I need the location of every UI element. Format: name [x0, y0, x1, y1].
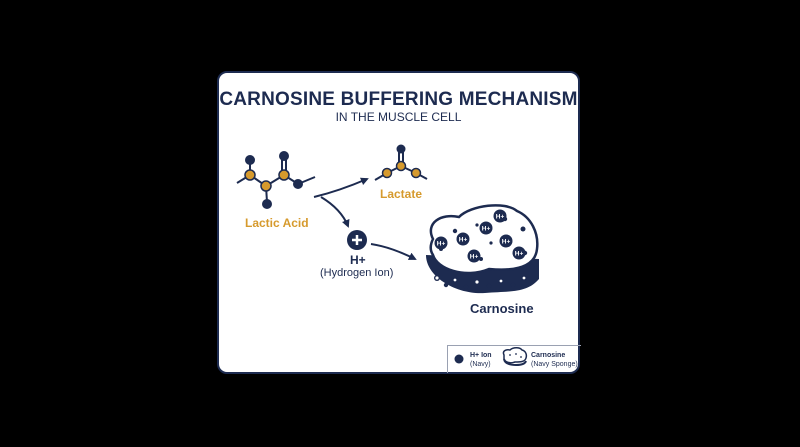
- sponge-ion-label: H+: [482, 226, 491, 233]
- carbon-atom: [278, 169, 290, 181]
- sponge-ion-label: H+: [437, 241, 446, 248]
- carnosine-label: Carnosine: [470, 301, 534, 316]
- arrow-to-carnosine: [370, 243, 417, 260]
- hydrogen-atom: [293, 179, 303, 189]
- carbon-atom: [244, 169, 256, 181]
- lactate-label: Lactate: [380, 187, 423, 201]
- legend-sponge-sub: (Navy Sponge): [531, 361, 578, 368]
- carbon-atom: [260, 180, 272, 192]
- legend-sponge-icon: [502, 347, 528, 367]
- oxygen-atom: [396, 144, 406, 154]
- sponge-ion-icon: H+: [479, 221, 493, 235]
- sponge-ion-icon: H+: [493, 209, 507, 223]
- sponge-ion-icon: H+: [512, 246, 526, 260]
- oxygen-atom: [279, 151, 289, 161]
- oxygen-atom: [245, 155, 255, 165]
- legend-sponge-label: Carnosine: [531, 352, 566, 359]
- arrow-to-lactate: [313, 177, 369, 198]
- legend-ion-label: H+ Ion: [470, 352, 492, 359]
- legend-ion-sub: (Navy): [470, 361, 491, 368]
- sponge-ion-label: H+: [496, 214, 505, 221]
- legend-ion-icon: [454, 354, 464, 364]
- carbon-atom: [395, 160, 407, 172]
- sponge-ion-icon: H+: [434, 236, 448, 250]
- sponge-ion-label: H+: [502, 239, 511, 246]
- oxygen-atom: [262, 199, 272, 209]
- lactic-acid-label: Lactic Acid: [245, 216, 309, 230]
- sponge-ion-label: H+: [515, 251, 524, 258]
- diagram-subtitle: IN THE MUSCLE CELL: [335, 110, 462, 124]
- sponge-ion-icon: H+: [467, 249, 481, 263]
- legend: H+ Ion (Navy) Carnosine (Navy Sponge): [447, 345, 581, 373]
- diagram-card: CARNOSINE BUFFERING MECHANISM IN THE MUS…: [217, 71, 581, 374]
- carbon-atom: [381, 167, 393, 179]
- sponge-ion-label: H+: [470, 254, 479, 261]
- diagram-graphic: H+ H+ H+ H+ H+ H+ H+: [236, 144, 539, 367]
- hydrogen-ion-icon: [347, 230, 367, 250]
- diagram-title: CARNOSINE BUFFERING MECHANISM: [219, 89, 578, 110]
- sponge-ion-icon: H+: [499, 234, 513, 248]
- lactic-acid-molecule: [236, 151, 316, 209]
- hydrogen-ion-label: (Hydrogen Ion): [320, 267, 394, 279]
- sponge-ion-group: H+ H+ H+ H+ H+ H+ H+: [434, 209, 526, 263]
- sponge-ion-icon: H+: [456, 232, 470, 246]
- lactate-molecule: [374, 144, 428, 181]
- carnosine-sponge-icon: H+ H+ H+ H+ H+ H+ H+: [426, 204, 539, 294]
- arrow-to-hydrogen-ion: [320, 196, 350, 228]
- sponge-ion-label: H+: [459, 237, 468, 244]
- carbon-atom: [410, 167, 422, 179]
- hydrogen-ion-symbol-label: H+: [350, 253, 366, 267]
